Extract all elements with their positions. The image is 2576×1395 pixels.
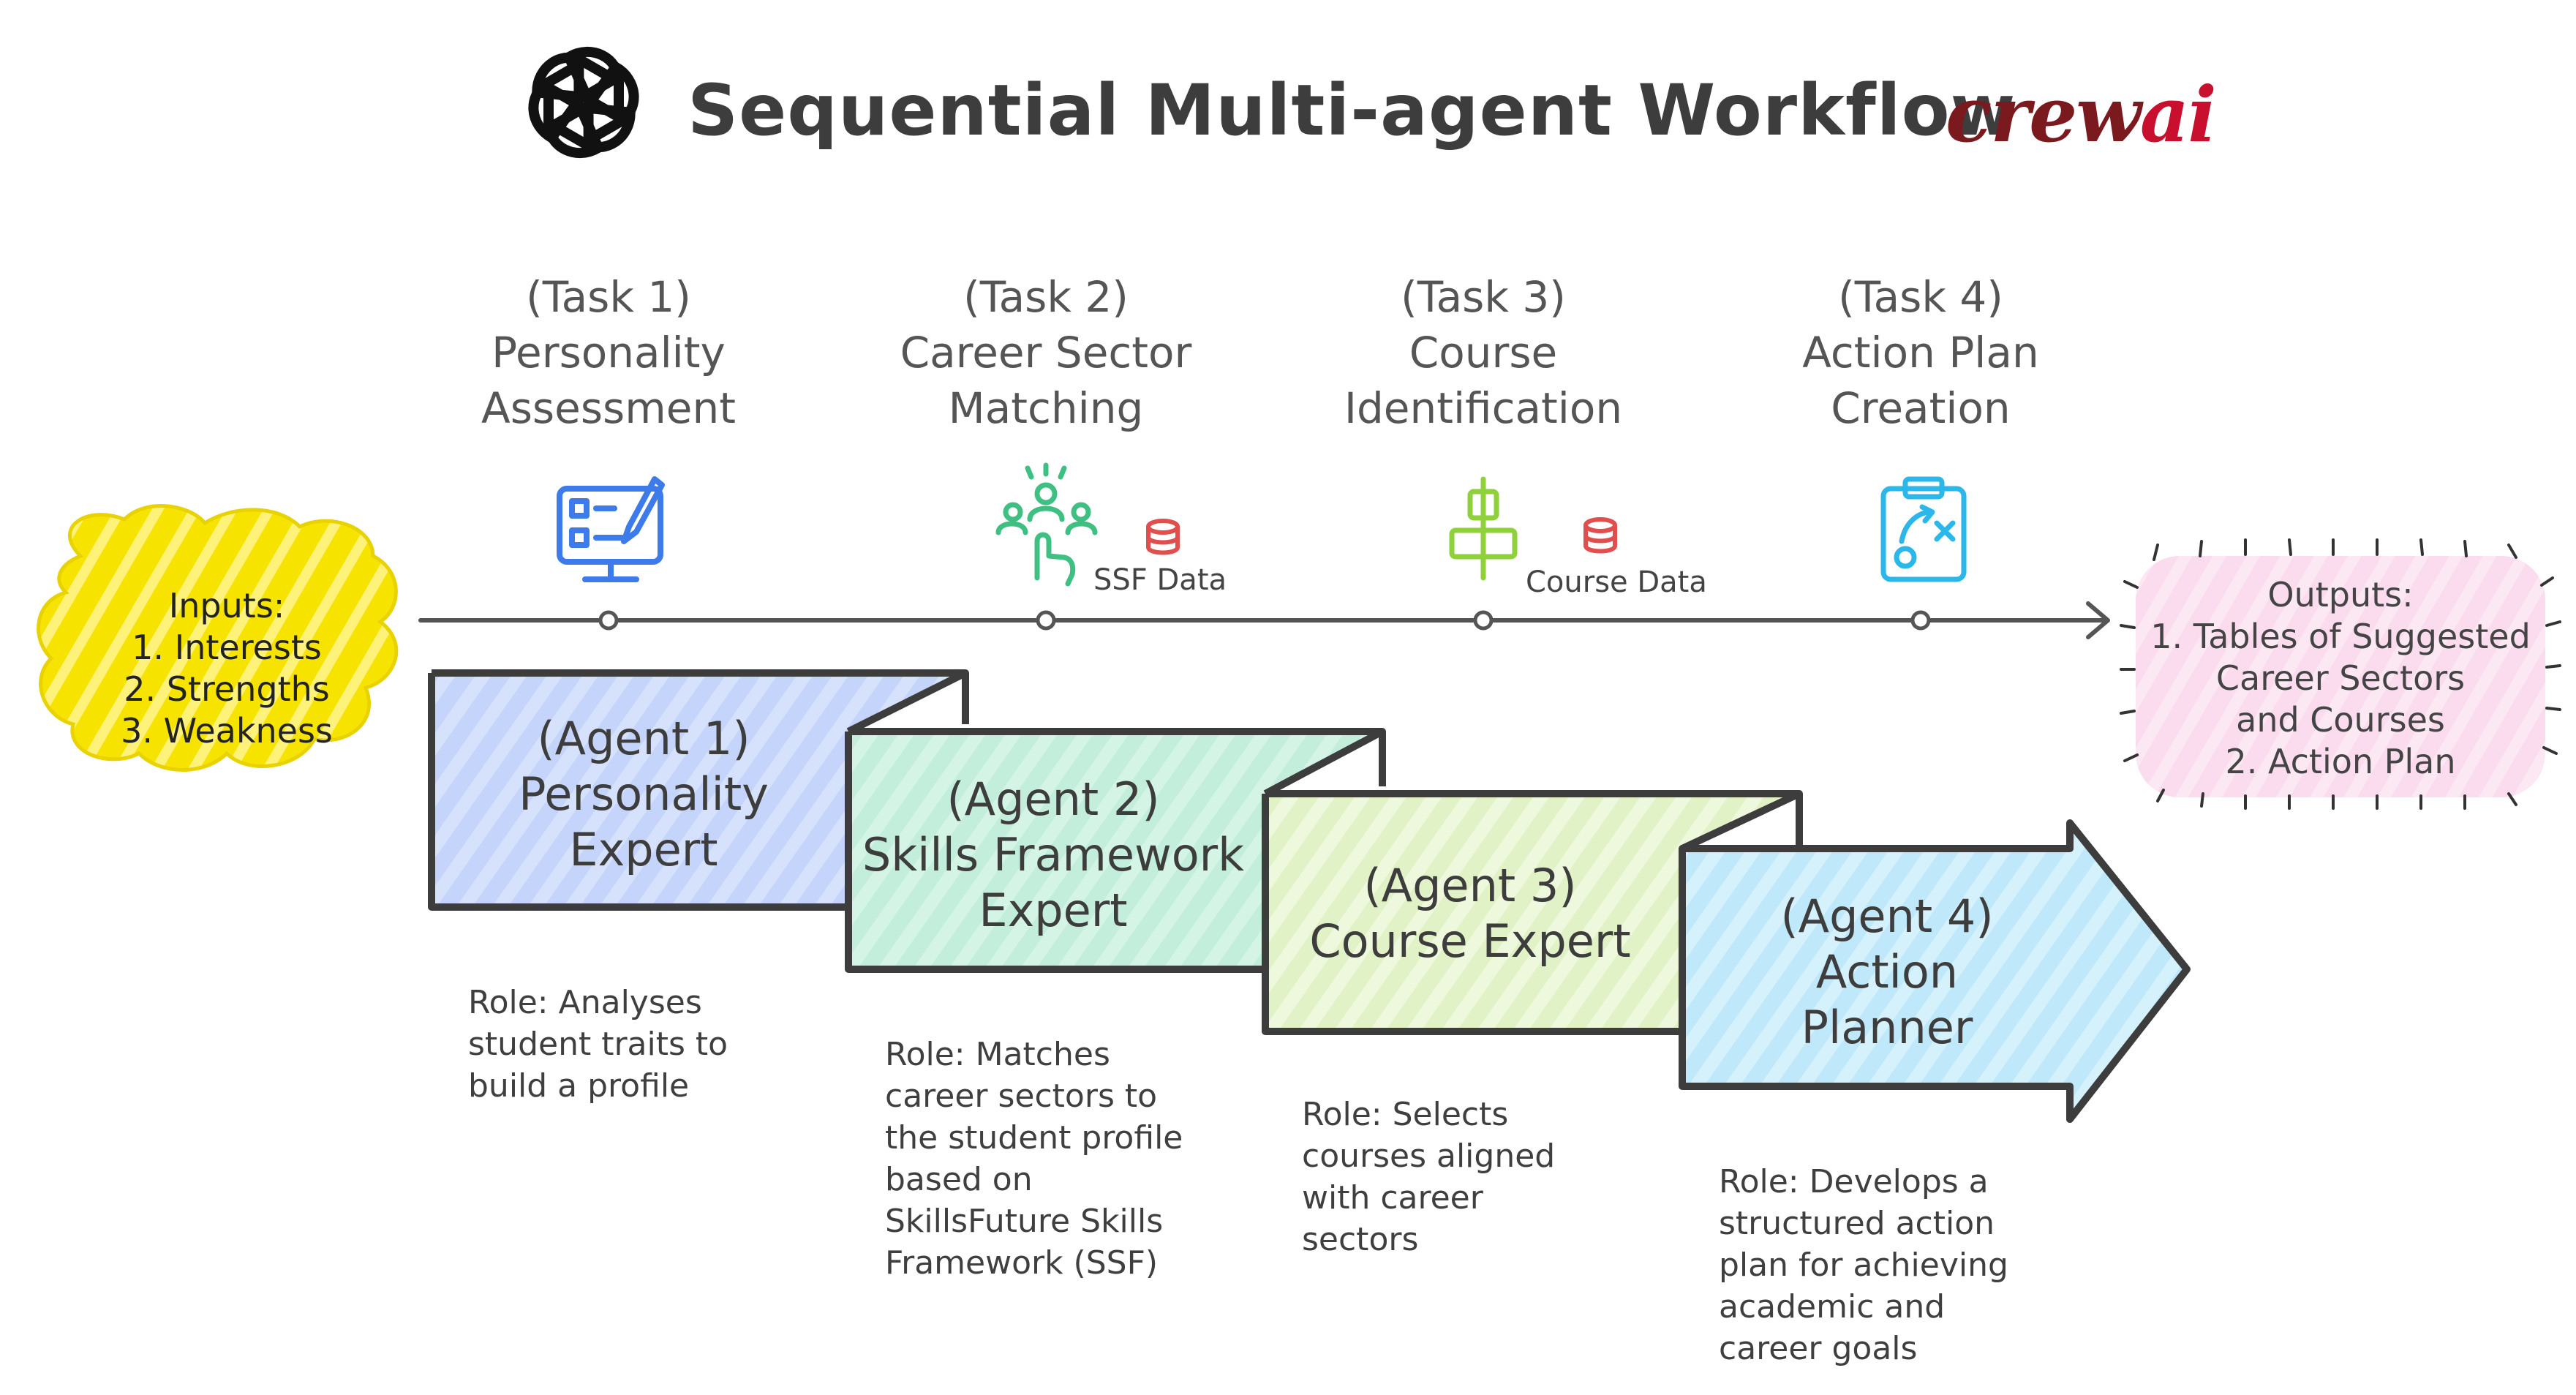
- outputs-line: and Courses: [2236, 700, 2445, 740]
- agent-4-label: (Agent 4) Action Planner: [1682, 889, 2092, 1056]
- task-name-line: Creation: [1831, 383, 2011, 433]
- task-name-line: Action Plan: [1802, 328, 2039, 377]
- course-database-icon: [1583, 517, 1617, 554]
- checklist-monitor-icon: [557, 476, 665, 582]
- role-line: based on: [885, 1161, 1033, 1198]
- task-3-label: (Task 3) Course Identification: [1278, 269, 1688, 436]
- agent-4-role: Role: Develops a structured action plan …: [1719, 1161, 2008, 1369]
- timeline: [418, 601, 2110, 639]
- agent-2-label: (Agent 2) Skills Framework Expert: [841, 772, 1265, 939]
- task-1-label: (Task 1) Personality Assessment: [404, 269, 813, 436]
- role-line: plan for achieving: [1719, 1247, 2008, 1284]
- task-name-line: Career Sector: [900, 328, 1192, 377]
- agent-1-role: Role: Analyses student traits to build a…: [468, 982, 728, 1107]
- agent-3-label: (Agent 3) Course Expert: [1265, 858, 1675, 969]
- agent-line: Expert: [979, 884, 1128, 937]
- agent-line: Planner: [1801, 1001, 1973, 1054]
- agent-line: Course Expert: [1309, 914, 1631, 968]
- inputs-cloud: [37, 504, 399, 772]
- openai-logo-icon: [528, 46, 639, 159]
- input-item: 1. Interests: [132, 628, 322, 667]
- input-item: 2. Strengths: [124, 669, 330, 709]
- align-center-icon: [1449, 476, 1518, 581]
- agent-2-box: [845, 728, 1386, 973]
- clipboard-strategy-icon: [1880, 476, 1967, 582]
- agent-line: (Agent 2): [946, 772, 1160, 826]
- agent-line: Action: [1815, 945, 1959, 999]
- role-line: Framework (SSF): [885, 1244, 1159, 1282]
- ssf-data-label: SSF Data: [1093, 563, 1227, 597]
- agent-line: Expert: [569, 823, 718, 876]
- inputs-title: Inputs:: [168, 586, 285, 625]
- outputs-line: 1. Tables of Suggested: [2150, 617, 2531, 656]
- role-line: the student profile: [885, 1119, 1183, 1157]
- inputs-text: Inputs: 1. Interests 2. Strengths 3. Wea…: [44, 585, 410, 752]
- role-line: career sectors to: [885, 1078, 1158, 1115]
- ssf-database-icon: [1146, 519, 1180, 555]
- role-line: career goals: [1719, 1330, 1918, 1367]
- role-line: sectors: [1302, 1221, 1419, 1258]
- role-line: academic and: [1719, 1288, 1946, 1326]
- input-item: 3. Weakness: [121, 711, 333, 751]
- role-line: courses aligned: [1302, 1138, 1556, 1175]
- outputs-burst: [2120, 538, 2561, 810]
- agent-line: (Agent 4): [1780, 890, 1994, 943]
- role-line: build a profile: [468, 1067, 690, 1105]
- agent-3-box: [1262, 790, 1803, 1035]
- agent-line: (Agent 3): [1363, 859, 1577, 912]
- outputs-text: Outputs: 1. Tables of Suggested Career S…: [2125, 574, 2556, 783]
- agent-line: (Agent 1): [537, 712, 750, 765]
- task-number: (Task 2): [963, 272, 1129, 322]
- task-2-label: (Task 2) Career Sector Matching: [841, 269, 1251, 436]
- task-name-line: Course: [1409, 328, 1558, 377]
- agent-line: Personality: [519, 767, 769, 821]
- role-line: structured action: [1719, 1205, 1995, 1242]
- role-line: student traits to: [468, 1026, 728, 1063]
- agent-2-role: Role: Matches career sectors to the stud…: [885, 1034, 1183, 1284]
- task-name-line: Assessment: [481, 383, 736, 433]
- agent-1-label: (Agent 1) Personality Expert: [439, 711, 848, 878]
- agent-line: Skills Framework: [862, 828, 1245, 881]
- course-data-label: Course Data: [1526, 565, 1707, 599]
- outputs-line: Career Sectors: [2215, 658, 2466, 698]
- role-line: with career: [1302, 1179, 1483, 1217]
- team-select-icon: [995, 462, 1098, 587]
- role-line: Role: Matches: [885, 1036, 1110, 1073]
- crewai-logo-text-ai: ai: [2139, 69, 2217, 159]
- crewai-logo-text-crew: crew: [1946, 69, 2142, 159]
- role-line: Role: Selects: [1302, 1096, 1509, 1133]
- crewai-logo: crewai: [1946, 69, 2217, 159]
- task-4-label: (Task 4) Action Plan Creation: [1716, 269, 2125, 436]
- task-number: (Task 4): [1838, 272, 2003, 322]
- task-number: (Task 3): [1401, 272, 1566, 322]
- agent-1-box: [428, 669, 969, 911]
- task-name-line: Matching: [948, 383, 1144, 433]
- agent-4-arrow: [1679, 819, 2191, 1123]
- outputs-line: Outputs:: [2267, 575, 2414, 614]
- task-number: (Task 1): [526, 272, 691, 322]
- agent-3-role: Role: Selects courses aligned with caree…: [1302, 1094, 1555, 1260]
- task-name-line: Identification: [1344, 383, 1623, 433]
- role-line: SkillsFuture Skills: [885, 1203, 1164, 1240]
- role-line: Role: Develops a: [1719, 1163, 1989, 1200]
- outputs-line: 2. Action Plan: [2225, 742, 2456, 781]
- task-name-line: Personality: [492, 328, 726, 377]
- role-line: Role: Analyses: [468, 984, 702, 1021]
- page-title: Sequential Multi-agent Workflow: [688, 69, 2016, 151]
